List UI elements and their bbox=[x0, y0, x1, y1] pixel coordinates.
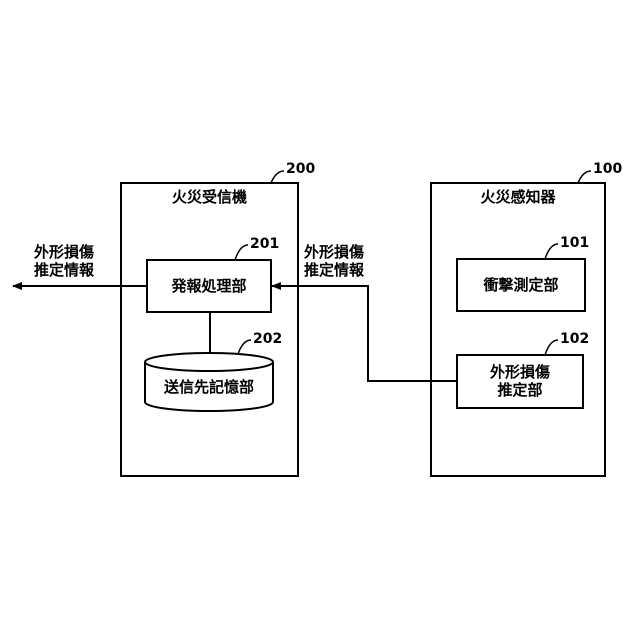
estimator-label-line2: 推定部 bbox=[457, 381, 583, 399]
estimator-ref: 102 bbox=[560, 331, 589, 347]
impact-label: 衝撃測定部 bbox=[457, 276, 585, 294]
leader-101 bbox=[545, 244, 558, 259]
storage-ref: 202 bbox=[253, 331, 282, 347]
leader-100 bbox=[578, 171, 591, 183]
leader-201 bbox=[235, 245, 248, 260]
estimator-to-processor-arrow bbox=[272, 286, 457, 381]
detector-title: 火災感知器 bbox=[431, 188, 605, 206]
processor-ref: 201 bbox=[250, 236, 279, 252]
outgoing-info-line2: 推定情報 bbox=[34, 261, 94, 279]
receiver-ref: 200 bbox=[286, 161, 315, 177]
leader-102 bbox=[545, 340, 558, 355]
impact-ref: 101 bbox=[560, 235, 589, 251]
detector-box bbox=[431, 183, 605, 476]
detector-ref: 100 bbox=[593, 161, 622, 177]
receiver-title: 火災受信機 bbox=[121, 188, 298, 206]
storage-label: 送信先記憶部 bbox=[145, 378, 273, 396]
leader-202 bbox=[238, 340, 251, 354]
estimator-label-line1: 外形損傷 bbox=[457, 363, 583, 381]
incoming-info-line1: 外形損傷 bbox=[304, 243, 364, 261]
processor-label: 発報処理部 bbox=[147, 277, 271, 295]
outgoing-info-line1: 外形損傷 bbox=[34, 243, 94, 261]
incoming-info-line2: 推定情報 bbox=[304, 261, 364, 279]
leader-200 bbox=[271, 171, 284, 183]
